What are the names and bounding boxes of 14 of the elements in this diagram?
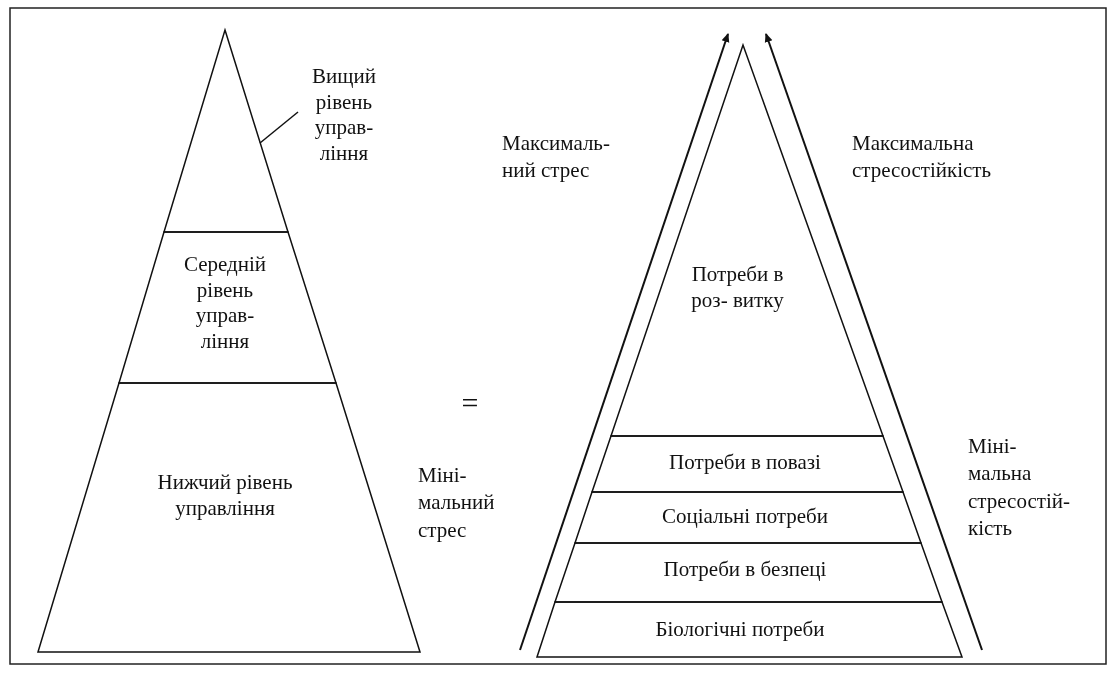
side-note: Максималь- ний стрес bbox=[502, 130, 611, 185]
tier-label: Біологічні потреби bbox=[654, 617, 826, 643]
tier-label: Потреби в роз- витку bbox=[690, 262, 785, 314]
side-note: Міні- мальний стрес bbox=[418, 462, 496, 544]
tier-label: Потреби в повазі bbox=[668, 450, 822, 476]
side-note: Міні- мальна стресостій- кість bbox=[968, 433, 1071, 542]
tier-label: Нижчий рівень управління bbox=[156, 470, 294, 522]
tier-caption: Вищий рівень управ- ління bbox=[298, 64, 390, 167]
tier-label: Середній рівень управ- ління bbox=[182, 252, 268, 355]
equals-sign: = bbox=[460, 385, 480, 421]
leader-line bbox=[259, 111, 299, 144]
tier-label: Соціальні потреби bbox=[660, 504, 830, 530]
tier-label: Потреби в безпеці bbox=[662, 557, 828, 583]
side-note: Максимальна стресостійкість bbox=[852, 130, 993, 185]
